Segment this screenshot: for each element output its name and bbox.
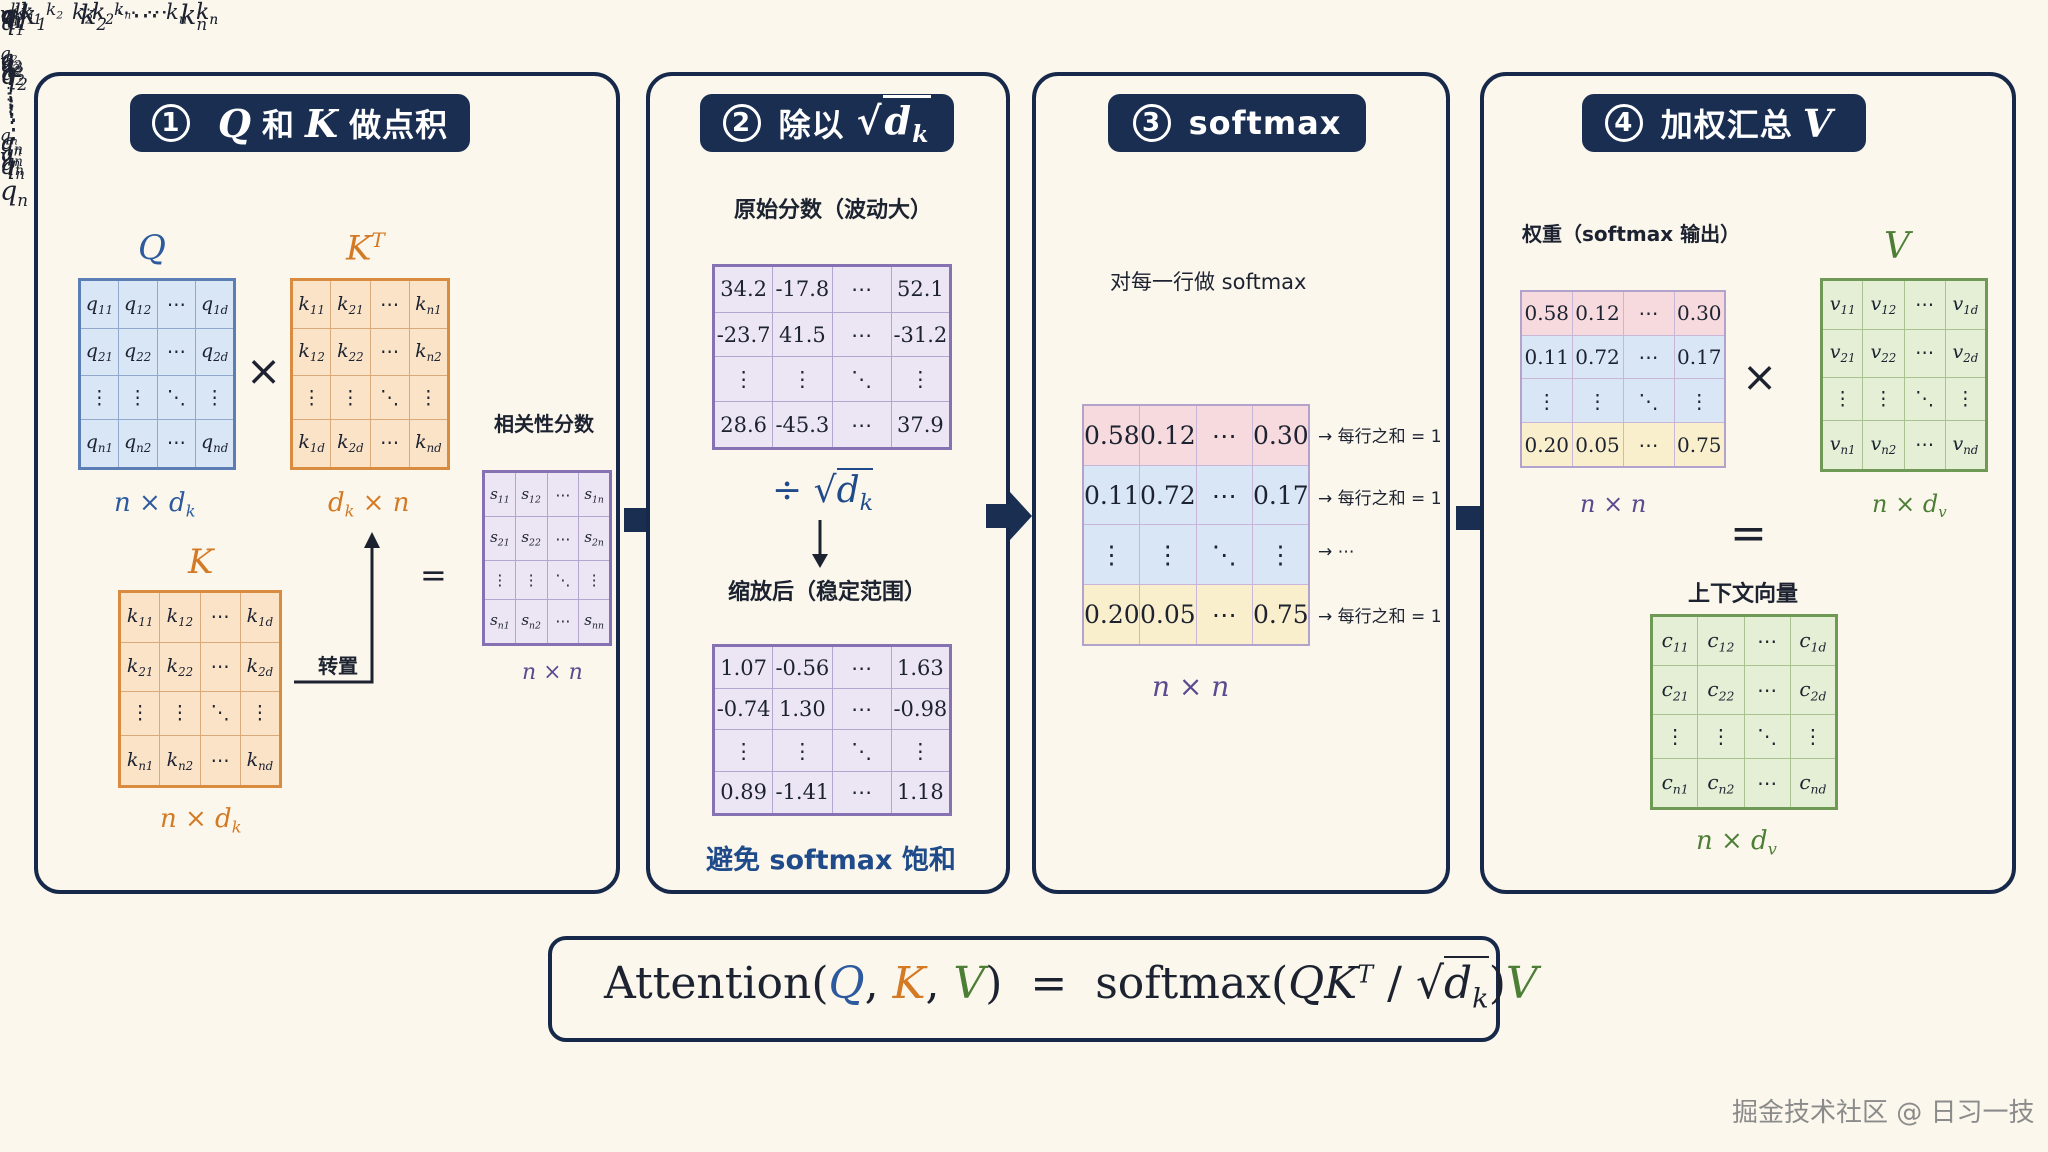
row-sum-note-3: → ⋯ xyxy=(1318,542,1355,562)
attention-formula: Attention(Q, K, V) = softmax(QKT / √dk)V xyxy=(604,956,1538,1015)
context-title: 上下文向量 xyxy=(1688,582,1799,607)
raw-scores-title: 原始分数（波动大） xyxy=(734,198,933,223)
header-q: Q xyxy=(217,100,253,146)
score-title: 相关性分数 xyxy=(494,412,594,436)
scaled-row: ⋮⋮⋱⋮ xyxy=(712,729,952,772)
scaled-scores-title: 缩放后（稳定范围） xyxy=(728,580,927,605)
q-matrix-title: Q xyxy=(138,228,166,268)
equals-sign-1: = xyxy=(420,556,447,594)
panel4-header: 4 加权汇总 V xyxy=(1582,94,1866,152)
header-divide: 除以 xyxy=(778,106,845,144)
score-dim-label: n × n xyxy=(522,660,583,685)
transpose-arrow xyxy=(294,532,380,684)
panel2-header: 2 除以 √dk xyxy=(700,94,954,152)
context-dim-label: n × dv xyxy=(1696,826,1777,859)
panel1-header: 1 Q 和 K 做点积 xyxy=(130,94,470,152)
header-weighted: 加权汇总 xyxy=(1660,106,1793,144)
weights-row: ⋮⋮⋱⋮ xyxy=(1520,378,1726,424)
step-number-4: 4 xyxy=(1604,104,1643,142)
divide-sqrt-label: ÷ √dk xyxy=(772,468,874,516)
row-sum-note-2: → 每行之和 = 1 xyxy=(1318,489,1442,509)
panel3-header: 3 softmax xyxy=(1108,94,1366,152)
flow-arrow-2 xyxy=(986,492,1032,540)
q-dim-label: n × dk xyxy=(114,488,196,521)
row-sum-note-1: → 每行之和 = 1 xyxy=(1318,427,1442,447)
step-number-2: 2 xyxy=(722,104,761,142)
sqrt-dk-icon: √dk xyxy=(857,94,932,148)
raw-row: 28.6-45.3⋯37.9 xyxy=(712,401,952,449)
header-softmax: softmax xyxy=(1188,104,1342,142)
avoid-saturation-note: 避免 softmax 饱和 xyxy=(706,845,956,876)
k-matrix-title: K xyxy=(188,542,214,582)
softmax-row: ⋮⋮⋱⋮ xyxy=(1082,524,1310,585)
step-number-3: 3 xyxy=(1132,104,1171,142)
weights-title: 权重（softmax 输出） xyxy=(1522,222,1741,246)
watermark: 掘金技术社区 @ 日习一技 xyxy=(1732,1098,2035,1128)
raw-row: 34.2-17.8⋯52.1 xyxy=(712,265,952,313)
softmax-dim-label: n × n xyxy=(1152,670,1230,703)
equals-sign-2: = xyxy=(1730,508,1767,559)
kt-dim-label: dk × n xyxy=(328,488,410,521)
transpose-label: 转置 xyxy=(318,654,358,678)
v-dim-label: n × dv xyxy=(1872,490,1947,522)
weights-dim-label: n × n xyxy=(1580,490,1647,518)
header-dot: 做点积 xyxy=(349,106,449,144)
multiply-sign-2: × xyxy=(1742,352,1778,401)
header-k: K xyxy=(305,100,340,146)
down-arrow xyxy=(812,520,828,568)
kt-matrix-title: KT xyxy=(346,228,385,269)
raw-row: ⋮⋮⋱⋮ xyxy=(712,356,952,403)
multiply-sign-1: × xyxy=(246,346,282,395)
formula-box xyxy=(548,936,1500,1042)
row-sum-note-4: → 每行之和 = 1 xyxy=(1318,607,1442,627)
step-number-1: 1 xyxy=(151,104,190,142)
softmax-subtitle: 对每一行做 softmax xyxy=(1110,270,1307,294)
scaled-row: 0.89-1.41⋯1.18 xyxy=(712,770,952,816)
header-and: 和 xyxy=(262,106,296,144)
k-dim-label: n × dk xyxy=(160,804,242,837)
header-v: V xyxy=(1802,100,1834,146)
scaled-row: 1.07-0.56⋯1.63 xyxy=(712,644,952,690)
formula-softmax: softmax xyxy=(1095,958,1271,1009)
formula-attention: Attention xyxy=(604,958,812,1009)
v-matrix-title: V xyxy=(1884,226,1910,267)
